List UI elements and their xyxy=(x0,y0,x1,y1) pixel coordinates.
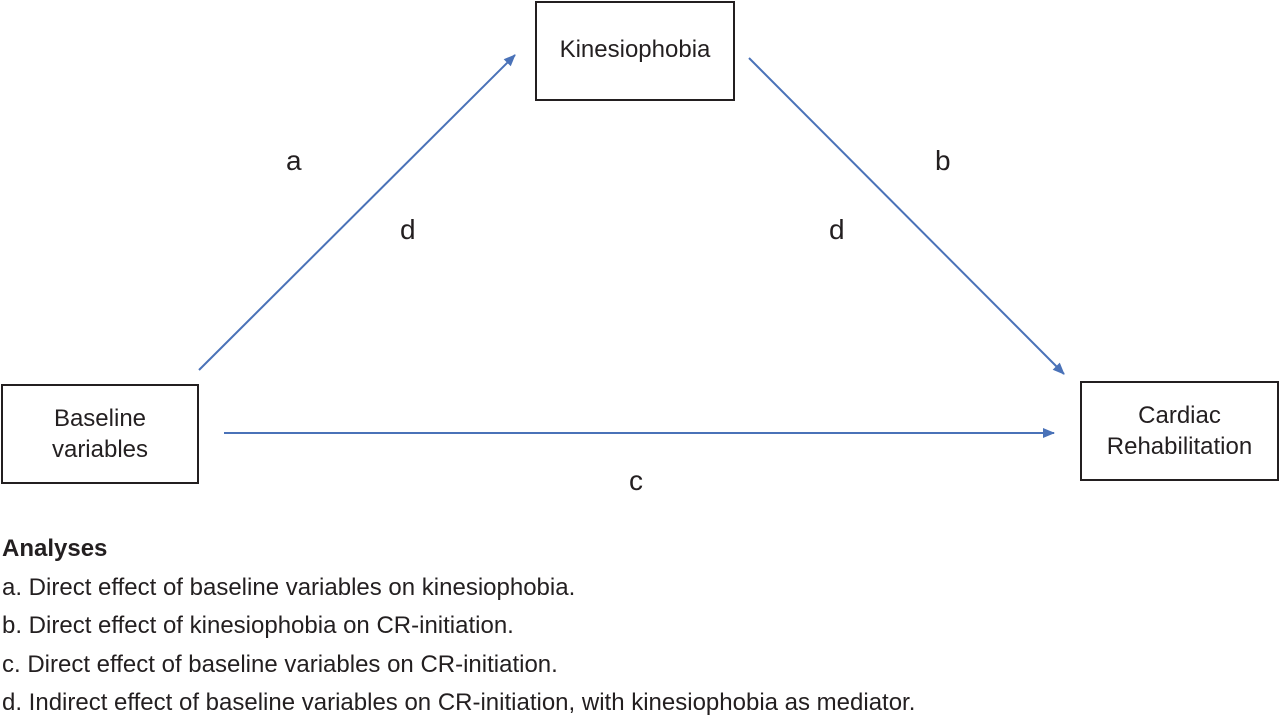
node-baseline-label-line1: Baseline xyxy=(53,405,147,432)
legend-title: Analyses xyxy=(2,535,108,562)
node-cardiac-rehabilitation: Cardiac Rehabilitation xyxy=(1080,381,1279,481)
mediation-diagram: Kinesiophobia Baseline variables Cardiac… xyxy=(1,1,1279,496)
node-baseline-label-line2: variables xyxy=(51,436,149,463)
legend-item-b: b. Direct effect of kinesiophobia on CR-… xyxy=(2,612,514,639)
legend-item-c: c. Direct effect of baseline variables o… xyxy=(2,650,558,678)
legend-item-d: d. Indirect effect of baseline variables… xyxy=(2,689,916,716)
path-label-d-left: d xyxy=(400,214,416,245)
node-baseline-variables: Baseline variables xyxy=(1,384,199,484)
analyses-legend: Analyses a. Direct effect of baseline va… xyxy=(2,530,1272,723)
node-kinesiophobia-label: Kinesiophobia xyxy=(559,36,711,63)
path-label-c: c xyxy=(629,465,643,496)
arrow-kinesiophobia-to-cr xyxy=(748,57,1065,375)
path-label-b: b xyxy=(935,145,951,176)
path-label-d-right: d xyxy=(829,214,845,245)
path-label-a: a xyxy=(286,145,302,176)
arrow-baseline-to-kinesiophobia xyxy=(198,54,516,371)
diagram-arrows xyxy=(198,54,1065,438)
legend-item-a: a. Direct effect of baseline variables o… xyxy=(2,573,576,601)
node-kinesiophobia: Kinesiophobia xyxy=(535,1,735,101)
node-cr-label-line1: Cardiac xyxy=(1138,402,1221,429)
node-cr-label-line2: Rehabilitation xyxy=(1106,433,1253,460)
